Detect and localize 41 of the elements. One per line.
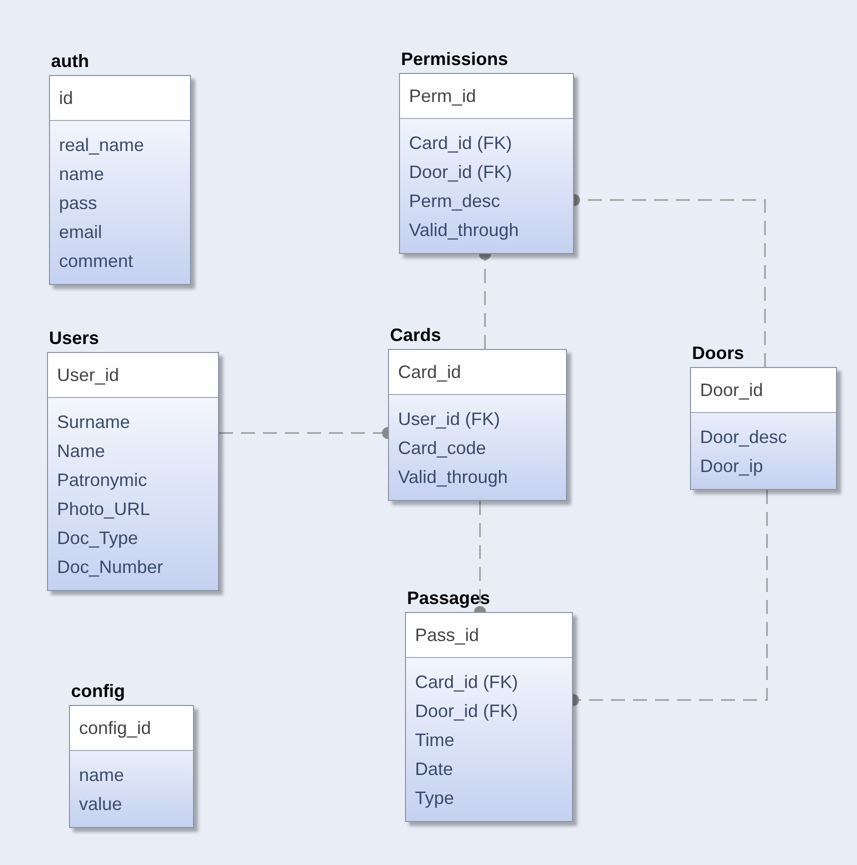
field-name: email — [59, 221, 102, 244]
field-name: Type — [415, 787, 454, 810]
primary-key: Door_id — [700, 376, 764, 404]
primary-key: User_id — [57, 362, 120, 388]
table-title: config — [70, 680, 125, 703]
field-name: Door_ip — [700, 455, 764, 478]
table-title: Users — [48, 327, 100, 350]
primary-key: id — [59, 84, 74, 112]
primary-key: Pass_id — [415, 622, 480, 648]
field-name: Date — [415, 758, 454, 781]
field-name: Photo_URL — [57, 498, 150, 521]
field-name: Perm_desc — [409, 190, 500, 213]
field-name: Surname — [57, 411, 130, 434]
field-name: Door_id (FK) — [409, 161, 512, 184]
primary-key: Card_id — [398, 358, 462, 386]
table-title: Doors — [691, 342, 744, 365]
field-name: real_name — [59, 134, 144, 157]
field-name: Time — [415, 729, 454, 752]
field-name: Doc_Number — [57, 556, 164, 579]
table-title: Cards — [389, 324, 442, 347]
field-name: Valid_through — [409, 219, 519, 242]
field-name: comment — [59, 250, 134, 273]
field-name: name — [79, 764, 124, 787]
field-name: Patronymic — [57, 469, 148, 492]
field-name: Name — [57, 440, 106, 463]
field-name: Door_desc — [700, 426, 788, 449]
field-name: pass — [59, 192, 98, 215]
field-name: Card_id (FK) — [409, 132, 512, 155]
primary-key: config_id — [79, 714, 152, 742]
field-name: name — [59, 163, 104, 186]
table-title: auth — [50, 50, 89, 73]
primary-key: Perm_id — [409, 82, 476, 110]
table-title: Passages — [406, 587, 490, 610]
table-title: Permissions — [400, 48, 508, 71]
field-name: Card_code — [398, 437, 486, 460]
field-name: Valid_through — [398, 466, 508, 489]
field-name: Doc_Type — [57, 527, 138, 550]
field-name: Card_id (FK) — [415, 671, 518, 694]
field-name: value — [79, 793, 122, 816]
field-name: User_id (FK) — [398, 408, 500, 431]
field-name: Door_id (FK) — [415, 700, 518, 723]
